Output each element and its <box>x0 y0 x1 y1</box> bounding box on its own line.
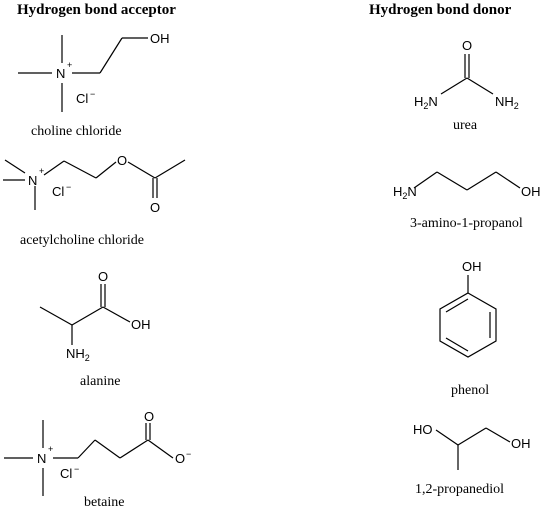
acetylcholine-cl-charge: − <box>66 182 71 192</box>
acceptor-header: Hydrogen bond acceptor <box>17 2 176 18</box>
aminopropanol-name: 3-amino-1-propanol <box>410 216 523 231</box>
alanine-carbonyl-o: O <box>98 269 108 284</box>
phenol-oh-label: OH <box>462 259 482 274</box>
propanediol-oh-label: OH <box>511 436 531 451</box>
acetylcholine-carbonyl-o: O <box>150 200 160 215</box>
aminopropanol-oh-label: OH <box>521 184 541 199</box>
betaine-n-charge: + <box>48 444 53 454</box>
donor-header: Hydrogen bond donor <box>369 2 512 18</box>
choline-cl-label: Cl <box>76 91 88 106</box>
acetylcholine-n-charge: + <box>39 166 44 176</box>
acetylcholine-ester-o: O <box>117 153 127 168</box>
choline-cl-charge: − <box>90 89 95 99</box>
betaine-o-charge: − <box>186 449 191 459</box>
acetylcholine-n-label: N <box>28 173 37 188</box>
alanine-oh-label: OH <box>131 317 151 332</box>
betaine-o-label: O <box>175 451 185 466</box>
choline-n-charge: + <box>67 60 72 70</box>
choline-n-label: N <box>56 66 65 81</box>
propanediol-ho-label: HO <box>413 422 433 437</box>
choline-chloride-name: choline chloride <box>31 124 122 139</box>
urea-o-label: O <box>462 38 472 53</box>
urea-name: urea <box>453 118 478 133</box>
phenol-name: phenol <box>451 383 490 398</box>
alanine-nh2-label: NH2 <box>66 346 90 363</box>
betaine-n-label: N <box>37 451 46 466</box>
betaine-name: betaine <box>84 495 125 510</box>
aminopropanol-h2n-label: H2N <box>393 184 417 201</box>
alanine-name: alanine <box>80 374 121 389</box>
betaine-cl-charge: − <box>74 464 79 474</box>
propanediol-name: 1,2-propanediol <box>415 482 505 497</box>
choline-oh-label: OH <box>150 31 170 46</box>
betaine-carbonyl-o: O <box>144 409 154 424</box>
acetylcholine-cl-label: Cl <box>52 184 64 199</box>
urea-nh2-label: NH2 <box>495 94 519 111</box>
acetylcholine-chloride-name: acetylcholine chloride <box>20 233 144 248</box>
betaine-cl-label: Cl <box>60 466 72 481</box>
urea-h2n-label: H2N <box>414 94 438 111</box>
